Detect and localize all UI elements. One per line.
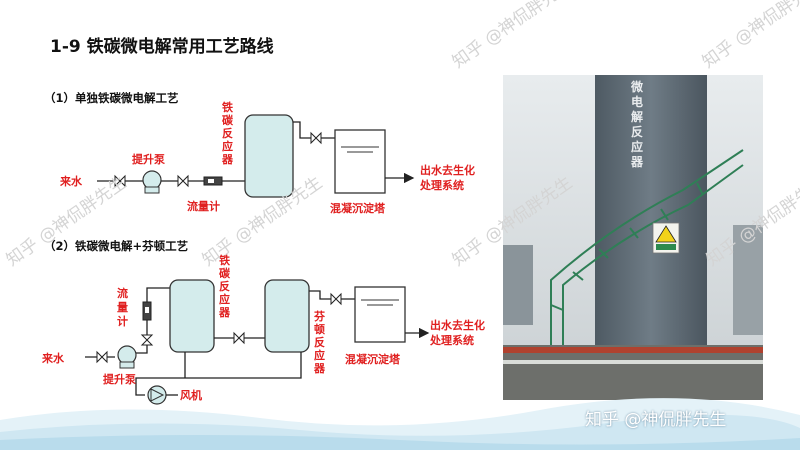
pump-icon [117,345,137,369]
valve-icon [96,350,108,364]
valve-icon [140,334,154,346]
reactor-label: 铁 碳 反 应 器 [221,100,234,166]
outlet-label-line1: 出水去生化 [420,163,475,177]
warning-sign-icon [652,222,680,254]
inlet-label: 来水 [59,174,83,188]
svg-text:顿: 顿 [314,322,325,336]
svg-text:铁: 铁 [222,100,233,114]
outlet-label-line2: 处理系统 [419,178,464,192]
svg-text:器: 器 [221,153,234,166]
flowmeter-label: 流量计 [187,199,220,213]
svg-text:解: 解 [631,109,643,124]
valve-icon [310,131,322,145]
diagram-1: 来水 提升泵 流量计 铁 碳 反 应 器 混凝沉淀塔 出水去生化 处理系统 [59,100,475,215]
inlet-label: 来水 [41,351,65,365]
blower-label: 风机 [180,388,202,402]
sedimentation-label: 混凝沉淀塔 [345,352,401,366]
svg-text:量: 量 [117,301,128,314]
sedimentation-tank [354,286,406,343]
fenton-reactor-tank [264,279,310,353]
svg-text:器: 器 [630,155,644,169]
author-credit: 知乎 @神侃胖先生 [585,410,727,430]
flowmeter-label: 流 量 计 [117,286,128,328]
svg-text:微: 微 [630,79,644,94]
outlet-label-line1: 出水去生化 [430,318,485,332]
svg-text:器: 器 [313,362,326,375]
tower-label: 微 电 解 反 应 器 [630,79,644,169]
svg-text:器: 器 [218,306,231,319]
section-heading-2: （2）铁碳微电解+芬顿工艺 [44,239,189,253]
valve-icon [233,331,245,345]
watermark: 知乎 @神侃胖先生 [698,0,800,73]
valve-icon [114,174,126,188]
wave-decoration [0,398,800,450]
reactor-tower-photo: 微 电 解 反 应 器 [503,75,763,400]
svg-text:应: 应 [314,348,325,362]
svg-text:碳: 碳 [219,266,231,280]
svg-text:芬: 芬 [313,309,326,323]
valve-icon [177,174,189,188]
outlet-label-line2: 处理系统 [429,333,474,347]
fenton-reactor-label: 芬 顿 反 应 器 [313,309,326,375]
svg-text:流: 流 [117,286,128,300]
diagram-2: 来水 提升泵 流 量 计 铁 碳 反 应 器 芬 顿 反 应 器 风机 [41,253,485,405]
svg-text:应: 应 [631,139,643,154]
pump-label: 提升泵 [103,372,136,386]
svg-text:应: 应 [219,292,230,306]
pump-icon [142,170,162,194]
spiral-staircase [550,149,744,365]
sedimentation-label: 混凝沉淀塔 [330,201,386,215]
iron-carbon-reactor-tank [244,114,294,198]
slide-title: 1-9 铁碳微电解常用工艺路线 [50,37,274,57]
pump-label: 提升泵 [132,152,165,166]
valve-icon [330,292,342,306]
blower-icon [147,385,167,405]
svg-text:铁: 铁 [219,253,230,267]
section-heading-1: （1）单独铁碳微电解工艺 [44,91,179,105]
svg-text:反: 反 [631,124,643,139]
svg-text:反: 反 [222,126,233,140]
svg-text:电: 电 [631,94,643,109]
svg-text:反: 反 [314,335,325,349]
iron-carbon-reactor-tank [169,279,215,353]
svg-text:碳: 碳 [222,113,234,127]
svg-text:应: 应 [222,139,233,153]
svg-text:反: 反 [219,279,230,293]
sedimentation-tank [334,129,386,194]
flowmeter-icon [203,176,223,186]
flowmeter-icon [142,301,152,321]
svg-text:计: 计 [117,314,128,328]
reactor-label: 铁 碳 反 应 器 [218,253,231,319]
process-diagrams: 来水 提升泵 流量计 铁 碳 反 应 器 混凝沉淀塔 出水去生化 处理系统 [41,100,485,405]
